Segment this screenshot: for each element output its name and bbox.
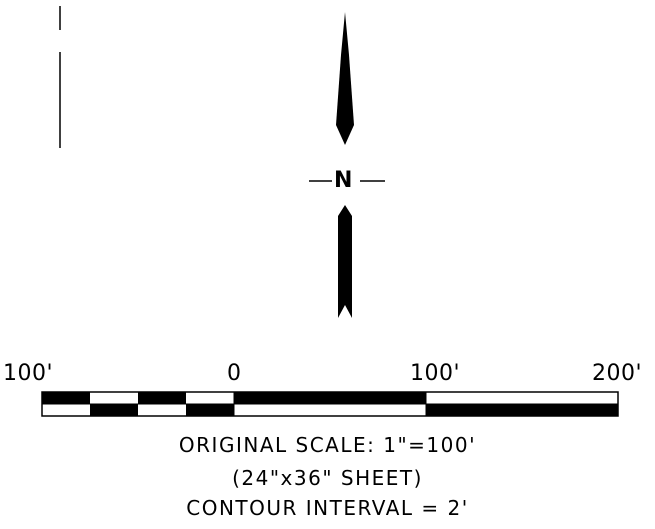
sheet-size-note: (24"x36" SHEET) — [232, 466, 423, 490]
scale-bar-segment — [186, 404, 234, 416]
contour-interval-note: CONTOUR INTERVAL = 2' — [186, 496, 469, 520]
original-scale-note: ORIGINAL SCALE: 1"=100' — [178, 433, 477, 457]
scale-bar-segment — [138, 392, 186, 404]
scale-label-200: 200' — [592, 361, 643, 386]
scale-label-0: 0 — [227, 361, 242, 386]
north-arrow-lower-shaft — [338, 205, 352, 318]
scale-bar-segment — [90, 404, 138, 416]
scale-label-100-right: 100' — [410, 361, 461, 386]
north-label: N — [334, 168, 353, 193]
scale-bar-segment — [42, 392, 90, 404]
scale-bar-segment — [426, 404, 618, 416]
north-arrow-icon — [309, 12, 385, 318]
scale-bar — [41, 391, 619, 417]
north-arrow-upper-needle — [336, 12, 354, 145]
scale-bar-segment — [234, 392, 426, 404]
scale-label-100-left: 100' — [3, 361, 54, 386]
